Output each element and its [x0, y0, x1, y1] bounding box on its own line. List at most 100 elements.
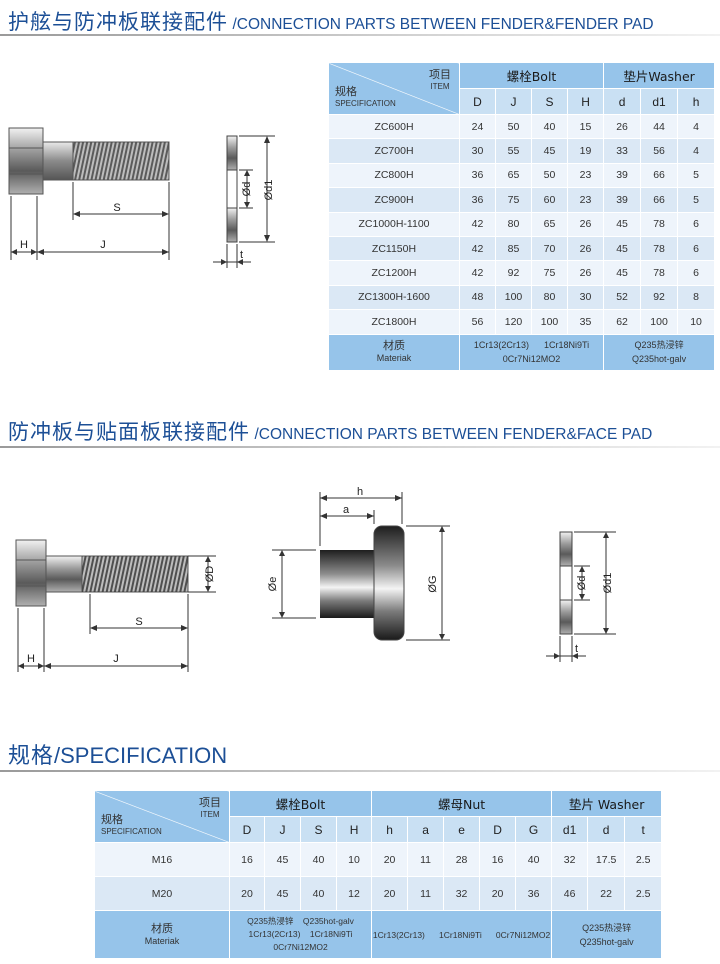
table3-spec-cn: 规格 [101, 813, 123, 826]
table1-value-cell: 39 [603, 162, 642, 189]
table3-value-cell: 11 [407, 876, 445, 911]
table1-value-cell: 4 [677, 138, 716, 164]
table1-bolt-material-line1: 1Cr13(2Cr13) 1Cr18Ni9Ti [473, 340, 590, 351]
dim-d1-label: Ød1 [263, 180, 275, 201]
table1-value-cell: 85 [495, 235, 532, 262]
table1-value-cell: 75 [495, 187, 532, 213]
table1-col-H: H [566, 88, 605, 115]
dim-d-label: Ød [241, 182, 253, 197]
section3-title-cn: 规格 [8, 744, 55, 769]
table1-col-S: S [531, 88, 568, 115]
table1-value-cell: 26 [603, 113, 642, 140]
section2-title-cn: 防冲板与贴面板联接配件 [8, 420, 250, 444]
section3-heading: 规格/SPECIFICATION [8, 738, 227, 770]
dim-H-label: H [20, 239, 28, 251]
table1-value-cell: 40 [531, 113, 568, 140]
table1-bolt-material-line2: 0Cr7Ni12MO2 [502, 354, 561, 365]
dim2-t-label: t [575, 643, 578, 655]
table1-value-cell: 78 [640, 260, 679, 286]
table3-value-cell: 16 [479, 842, 517, 877]
table1-col-d: d [603, 88, 642, 115]
table1-spec-cell: ZC1300H-1600 [328, 284, 460, 311]
section2-title-en: /CONNECTION PARTS BETWEEN FENDER&FACE PA… [254, 426, 653, 443]
table3-value-cell: 22 [587, 876, 626, 911]
table1-spec-cell: ZC800H [328, 162, 460, 189]
table1-item-cn: 项目 [429, 68, 451, 81]
table3-value-cell: 20 [371, 876, 409, 911]
table1-value-cell: 44 [640, 113, 679, 140]
bolt-head [8, 127, 44, 195]
table3-col-nut-D: D [479, 816, 517, 843]
table1-spec-cell: ZC700H [328, 138, 460, 164]
dim-J-label: J [100, 239, 106, 251]
table3-value-cell: 20 [371, 842, 409, 877]
table1-value-cell: 78 [640, 235, 679, 262]
table1-item-en: ITEM [430, 82, 450, 91]
flanged-nut [320, 525, 405, 641]
table1-value-cell: 19 [566, 138, 605, 164]
dim-S-label: S [113, 202, 120, 214]
table3-value-cell: 40 [300, 876, 337, 911]
table1-material-cn: 材质 [383, 339, 405, 353]
table1-value-cell: 45 [603, 260, 642, 286]
table1-value-cell: 75 [531, 260, 568, 286]
table1-value-cell: 10 [677, 309, 716, 335]
table1-value-cell: 26 [566, 235, 605, 262]
dim2-H-label: H [27, 653, 35, 665]
dim-S: S [72, 182, 170, 220]
table1-value-cell: 100 [640, 309, 679, 335]
table3-col-H: H [335, 816, 373, 843]
table1-spec-cell: ZC1150H [328, 235, 460, 262]
table3-nut-group: 螺母Nut [371, 790, 553, 817]
dim-nut: h a Øe ØG [267, 486, 450, 641]
table1-value-cell: 23 [566, 162, 605, 189]
table3-col-nut-h: h [371, 816, 409, 843]
table1-value-cell: 65 [495, 162, 532, 189]
table3-nut-material: 1Cr13(2Cr13) 1Cr18Ni9Ti 0Cr7Ni12MO2 [371, 910, 553, 959]
table1-spec-cell: ZC1000H-1100 [328, 211, 460, 237]
table1-value-cell: 42 [459, 211, 496, 237]
table1-value-cell: 6 [677, 235, 716, 262]
section3-divider [0, 770, 720, 772]
table1-value-cell: 55 [495, 138, 532, 164]
table3-item-cn: 项目 [199, 796, 221, 809]
table1-value-cell: 35 [566, 309, 605, 335]
table1-value-cell: 36 [459, 187, 496, 213]
section2-heading: 防冲板与贴面板联接配件 /CONNECTION PARTS BETWEEN FE… [8, 416, 652, 446]
table3-washer-material-line1: Q235热浸锌 [582, 922, 632, 933]
section1-title-en: /CONNECTION PARTS BETWEEN FENDER&FENDER … [232, 16, 654, 33]
section1-diagram: S H J Ød1 Ød t [8, 127, 275, 268]
table3-col-nut-G: G [515, 816, 553, 843]
table1-value-cell: 60 [531, 187, 568, 213]
table1-value-cell: 92 [495, 260, 532, 286]
table1-value-cell: 24 [459, 113, 496, 140]
table1-value-cell: 30 [566, 284, 605, 311]
table3-col-S: S [300, 816, 337, 843]
table1-bolt-group: 螺栓Bolt [458, 62, 605, 89]
dim-washer: Ød1 Ød t [213, 135, 275, 268]
table3-value-cell: 32 [551, 842, 589, 877]
dim-washer2: Ød1 Ød t [546, 531, 616, 662]
table1-value-cell: 23 [566, 187, 605, 213]
table3-col-nut-a: a [407, 816, 445, 843]
table1-value-cell: 50 [495, 113, 532, 140]
table1-value-cell: 100 [495, 284, 532, 311]
table3-value-cell: 40 [300, 842, 337, 877]
table3-material-cn: 材质 [151, 921, 173, 935]
table1-material-en: Materiak [376, 353, 412, 364]
table3-spec-cell: M20 [94, 876, 230, 911]
section2-divider [0, 446, 720, 448]
table1-spec-cell: ZC600H [328, 113, 460, 140]
table1-value-cell: 39 [603, 187, 642, 213]
table1-bolt-material: 1Cr13(2Cr13) 1Cr18Ni9Ti 0Cr7Ni12MO2 [458, 333, 605, 371]
table3-washer-group: 垫片 Washer [551, 790, 663, 817]
table1-value-cell: 80 [531, 284, 568, 311]
table1-value-cell: 8 [677, 284, 716, 311]
